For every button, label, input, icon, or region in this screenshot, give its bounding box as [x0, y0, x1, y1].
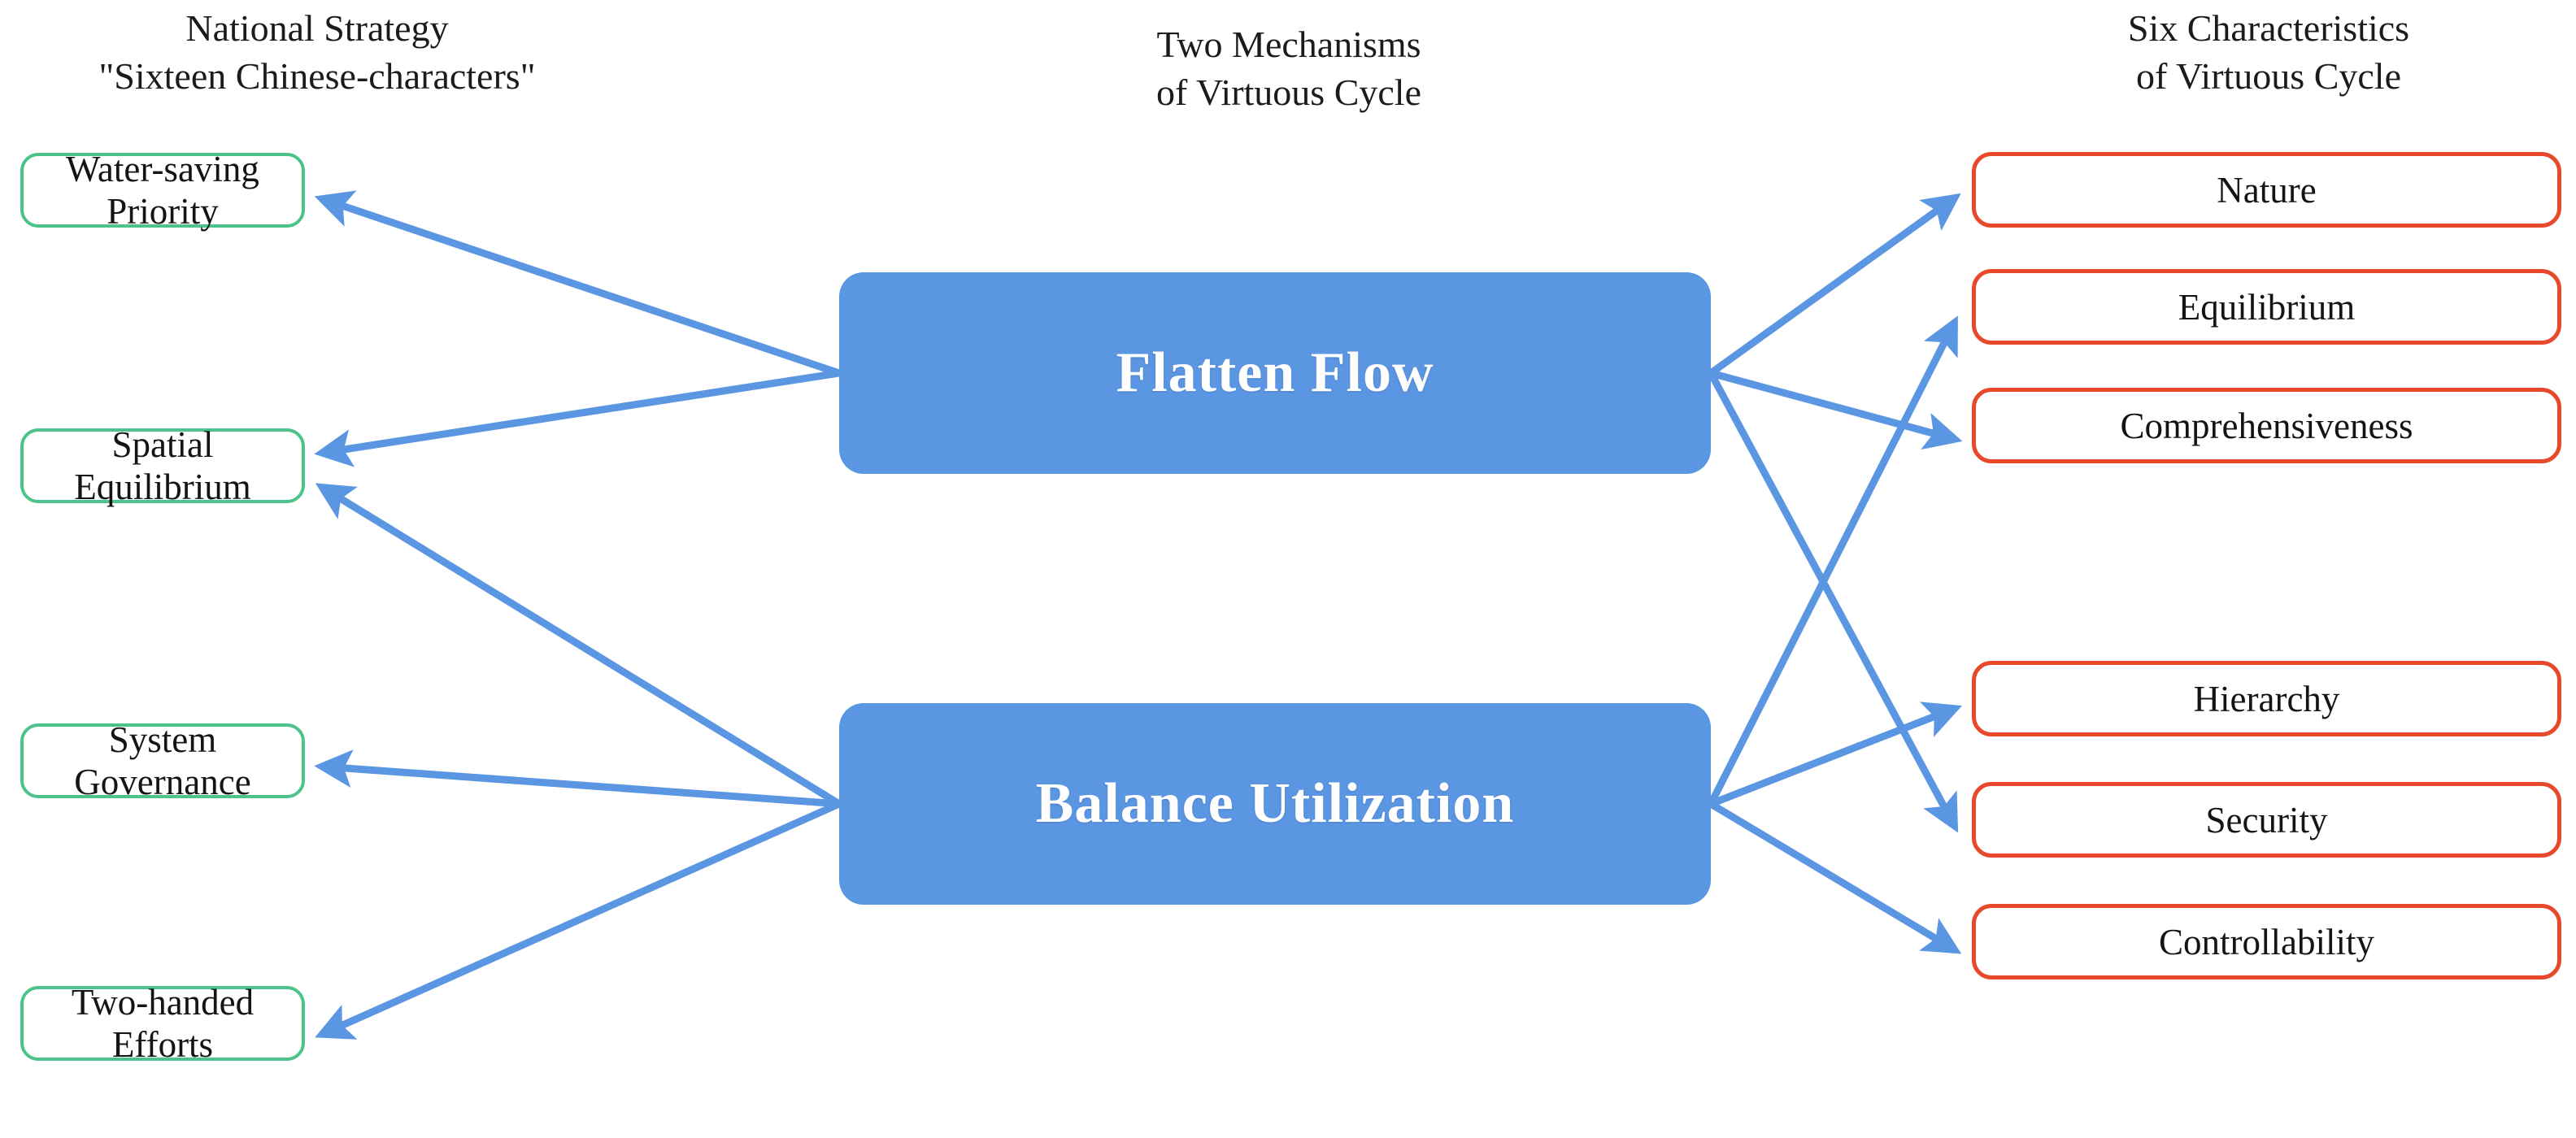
arrow-balance-utilization-to-two-handed-efforts	[315, 800, 841, 1040]
column-header-two-mechanisms: Two Mechanisms of Virtuous Cycle	[1155, 24, 1422, 113]
characteristic-label: Hierarchy	[2193, 678, 2340, 719]
characteristic-label: Equilibrium	[2178, 286, 2356, 328]
arrow-balance-utilization-to-hierarchy	[1709, 701, 1963, 808]
arrow-balance-utilization-to-spatial-equilibrium	[315, 483, 842, 807]
strategy-box-two-handed-efforts[interactable]: Two-handed Efforts	[20, 982, 305, 1065]
characteristic-box-nature[interactable]: Nature	[1972, 152, 2561, 228]
strategy-box-system-governance[interactable]: System Governance	[20, 719, 305, 802]
characteristic-box-security[interactable]: Security	[1972, 782, 2561, 858]
arrow-flatten-flow-to-water-saving-priority	[314, 190, 841, 377]
mechanism-box-flatten-flow[interactable]: Flatten Flow	[839, 272, 1711, 474]
strategy-label: Spatial Equilibrium	[74, 424, 251, 507]
characteristic-label: Comprehensiveness	[2120, 405, 2413, 446]
characteristic-box-controllability[interactable]: Controllability	[1972, 904, 2561, 979]
arrow-flatten-flow-to-spatial-equilibrium	[314, 369, 840, 467]
arrow-balance-utilization-to-system-governance	[314, 749, 840, 808]
arrow-balance-utilization-to-equilibrium	[1707, 315, 1958, 806]
arrow-flatten-flow-to-comprehensiveness	[1709, 369, 1963, 450]
mechanism-label: Balance Utilization	[1035, 772, 1515, 835]
mechanism-label: Flatten Flow	[1116, 341, 1434, 404]
arrow-flatten-flow-to-security	[1708, 371, 1959, 833]
arrow-balance-utilization-to-controllability	[1708, 801, 1962, 954]
arrow-flatten-flow-to-nature	[1708, 193, 1961, 376]
column-header-six-characteristics: Six Characteristics of Virtuous Cycle	[2127, 7, 2410, 97]
mechanism-box-balance-utilization[interactable]: Balance Utilization	[839, 703, 1711, 905]
strategy-label: System Governance	[74, 719, 251, 802]
strategy-label: Water-saving Priority	[66, 149, 259, 232]
characteristic-label: Security	[2205, 799, 2328, 840]
characteristic-label: Controllability	[2159, 921, 2374, 962]
characteristic-box-hierarchy[interactable]: Hierarchy	[1972, 661, 2561, 736]
strategy-box-spatial-equilibrium[interactable]: Spatial Equilibrium	[20, 424, 305, 507]
characteristic-label: Nature	[2217, 169, 2317, 211]
characteristic-box-comprehensiveness[interactable]: Comprehensiveness	[1972, 388, 2561, 463]
strategy-box-water-saving-priority[interactable]: Water-saving Priority	[20, 149, 305, 232]
characteristic-box-equilibrium[interactable]: Equilibrium	[1972, 269, 2561, 345]
column-header-national-strategy: National Strategy "Sixteen Chinese-chara…	[98, 7, 536, 97]
strategy-label: Two-handed Efforts	[71, 982, 255, 1065]
